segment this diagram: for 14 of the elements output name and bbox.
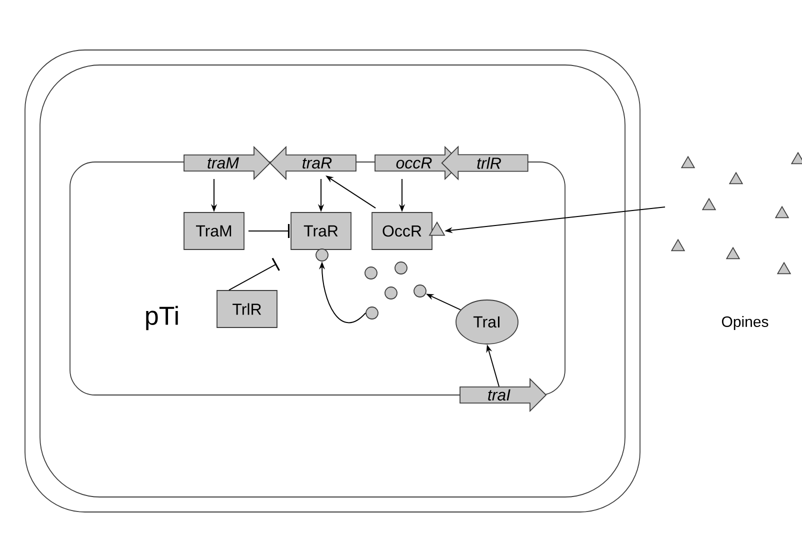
signal-dot [384, 286, 398, 300]
node-label: Opines [722, 316, 768, 330]
inhibition-line [228, 258, 280, 291]
signal-dot [316, 248, 328, 262]
signal-dot [414, 284, 426, 298]
inhibition-line [248, 224, 290, 238]
protein-box: TraR [290, 212, 352, 250]
signal-dot [366, 306, 378, 320]
signal-dot [394, 262, 408, 274]
protein-box: TraM [184, 212, 244, 250]
protein-box: TrlR [216, 290, 278, 328]
signal-dot [364, 266, 378, 280]
label: pTi [146, 306, 178, 330]
protein-box: OccR [372, 212, 432, 250]
